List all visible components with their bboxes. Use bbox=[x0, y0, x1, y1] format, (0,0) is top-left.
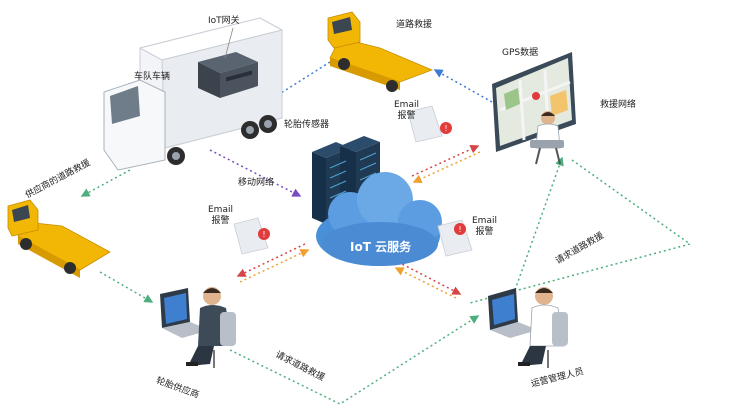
email-alert-3-line2: 报警 bbox=[475, 227, 494, 237]
email-alert-3-line1: Email bbox=[472, 216, 497, 226]
email-alert-3-label: Email 报警 bbox=[472, 216, 497, 238]
link-cloud-ops-orange bbox=[394, 267, 457, 299]
link-fleet-to-supplier-truck bbox=[80, 169, 131, 197]
link-rescue-to-fleet bbox=[268, 61, 331, 101]
email-alert-1-line2: 报警 bbox=[397, 111, 416, 121]
email-alert-2-label: Email 报警 bbox=[208, 205, 233, 227]
iot-gateway-device bbox=[198, 52, 258, 98]
gps-operator bbox=[530, 111, 564, 165]
rescue-truck-supplier bbox=[7, 199, 111, 278]
link-supplier-truck-to-tire bbox=[99, 271, 154, 303]
ops-manager-person bbox=[488, 287, 568, 368]
tire-sensor-label: 轮胎传感器 bbox=[284, 120, 330, 130]
svg-text:!: ! bbox=[458, 225, 461, 234]
email-alert-2-line1: Email bbox=[208, 205, 233, 215]
mobile-network-label: 移动网络 bbox=[238, 178, 275, 188]
link-right-loop bbox=[469, 159, 692, 304]
link-bottom-loop bbox=[229, 315, 480, 405]
link-cloud-ops-red bbox=[397, 261, 462, 295]
email-alert-2: ! bbox=[233, 217, 270, 255]
email-alert-3: ! bbox=[437, 219, 473, 257]
link-cloud-tire-red bbox=[236, 243, 306, 277]
email-alert-1-line1: Email bbox=[394, 100, 419, 110]
iot-gateway-label: IoT网关 bbox=[208, 16, 240, 26]
rescue-truck-top bbox=[327, 11, 434, 92]
fleet-vehicle-label: 车队车辆 bbox=[134, 72, 171, 82]
link-ops-to-gps bbox=[514, 156, 564, 291]
fleet-truck bbox=[103, 17, 284, 171]
email-alert-1: ! bbox=[407, 105, 452, 143]
iot-cloud-service bbox=[312, 136, 442, 266]
rescue-network-label: 救援网络 bbox=[600, 100, 637, 110]
gps-screen bbox=[492, 52, 576, 152]
road-rescue-top-label: 道路救援 bbox=[396, 20, 433, 30]
link-cloud-tire-orange bbox=[239, 249, 310, 283]
link-cloud-gps-orange bbox=[412, 151, 481, 183]
iot-cloud-label: IoT 云服务 bbox=[350, 240, 412, 254]
connections bbox=[80, 61, 692, 405]
link-fleet-to-cloud bbox=[209, 149, 302, 197]
email-alert-1-label: Email 报警 bbox=[394, 100, 419, 122]
svg-text:!: ! bbox=[444, 124, 447, 133]
link-cloud-gps-red bbox=[411, 145, 480, 177]
svg-text:!: ! bbox=[262, 230, 265, 239]
gps-data-label: GPS数据 bbox=[502, 48, 539, 58]
link-gps-to-rescue bbox=[433, 69, 493, 103]
cloud-shape bbox=[316, 172, 442, 266]
email-alert-2-line2: 报警 bbox=[211, 216, 230, 226]
tire-supplier-person bbox=[160, 287, 236, 368]
